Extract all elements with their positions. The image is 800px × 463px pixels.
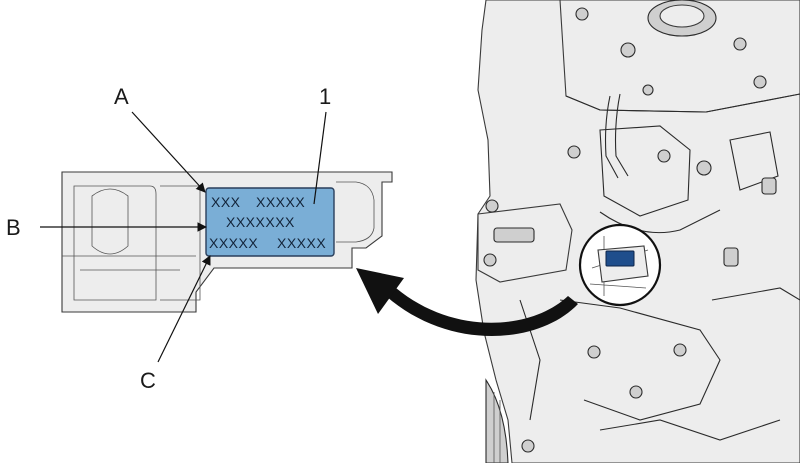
callout-b: B <box>6 215 21 240</box>
callout-a: A <box>114 84 129 109</box>
callout-1: 1 <box>319 84 331 109</box>
leader-c <box>157 255 211 363</box>
plate-line1-right: XXXXX <box>256 194 305 210</box>
plate-location-marker <box>605 250 635 267</box>
callout-c: C <box>140 368 156 393</box>
location-magnifier <box>578 223 662 307</box>
callout-leaders <box>40 111 327 363</box>
leader-a <box>131 111 206 193</box>
plate-line3-right: XXXXX <box>277 235 326 251</box>
plate-line1-left: XXX <box>211 194 241 210</box>
identification-plate: XXX XXXXX XXXXXXX XXXXX XXXXX <box>205 187 335 257</box>
leader-1 <box>313 111 327 205</box>
plate-line3-left: XXXXX <box>209 235 258 251</box>
plate-line2: XXXXXXX <box>226 214 295 230</box>
zoom-pointer-arrow <box>356 268 578 336</box>
